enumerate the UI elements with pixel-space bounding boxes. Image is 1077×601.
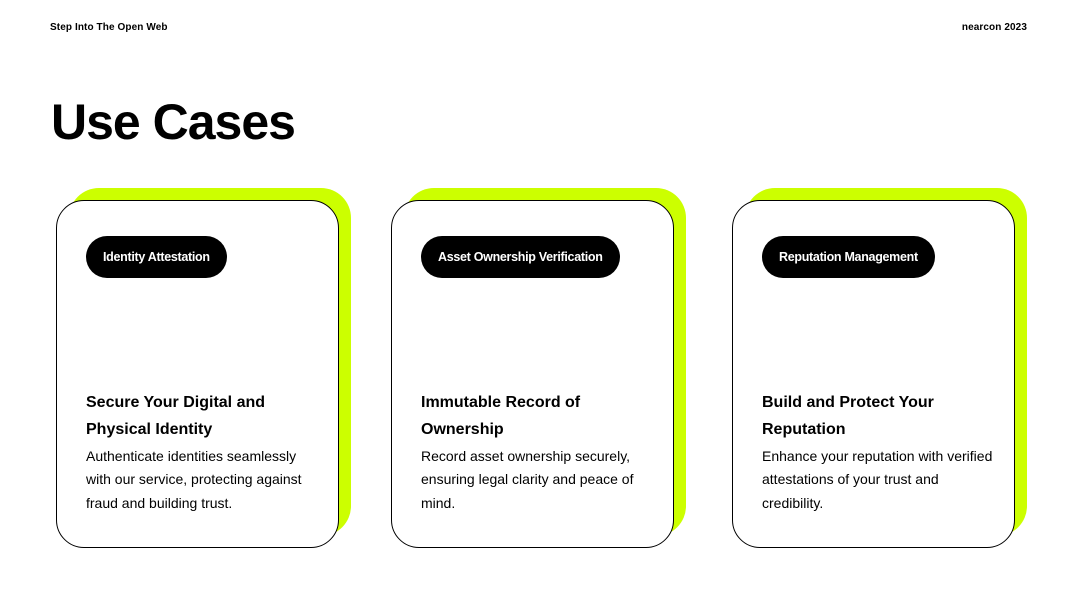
header-tagline: Step Into The Open Web	[50, 22, 168, 33]
card-body: Build and Protect Your Reputation Enhanc…	[762, 389, 996, 516]
card-heading: Build and Protect Your Reputation	[762, 393, 934, 438]
card-panel: Identity Attestation Secure Your Digital…	[56, 200, 339, 548]
card-tag-pill: Identity Attestation	[86, 236, 227, 278]
card-panel: Reputation Management Build and Protect …	[732, 200, 1015, 548]
use-case-card-identity: Identity Attestation Secure Your Digital…	[56, 188, 351, 550]
card-body: Secure Your Digital and Physical Identit…	[86, 389, 320, 516]
card-panel: Asset Ownership Verification Immutable R…	[391, 200, 674, 548]
card-description: Enhance your reputation with verified at…	[762, 447, 993, 511]
card-description: Record asset ownership securely, ensurin…	[421, 447, 634, 511]
header-event-name: nearcon 2023	[961, 22, 1027, 33]
card-heading: Secure Your Digital and Physical Identit…	[86, 393, 266, 438]
card-tag-pill: Asset Ownership Verification	[421, 236, 620, 278]
card-heading: Immutable Record of Ownership	[421, 393, 581, 438]
card-description: Authenticate identities seamlessly with …	[86, 447, 302, 511]
use-case-card-reputation: Reputation Management Build and Protect …	[732, 188, 1027, 550]
use-case-card-asset: Asset Ownership Verification Immutable R…	[391, 188, 686, 550]
page-title: Use Cases	[51, 94, 296, 150]
card-body: Immutable Record of Ownership Record ass…	[421, 389, 655, 516]
card-tag-pill: Reputation Management	[762, 236, 935, 278]
